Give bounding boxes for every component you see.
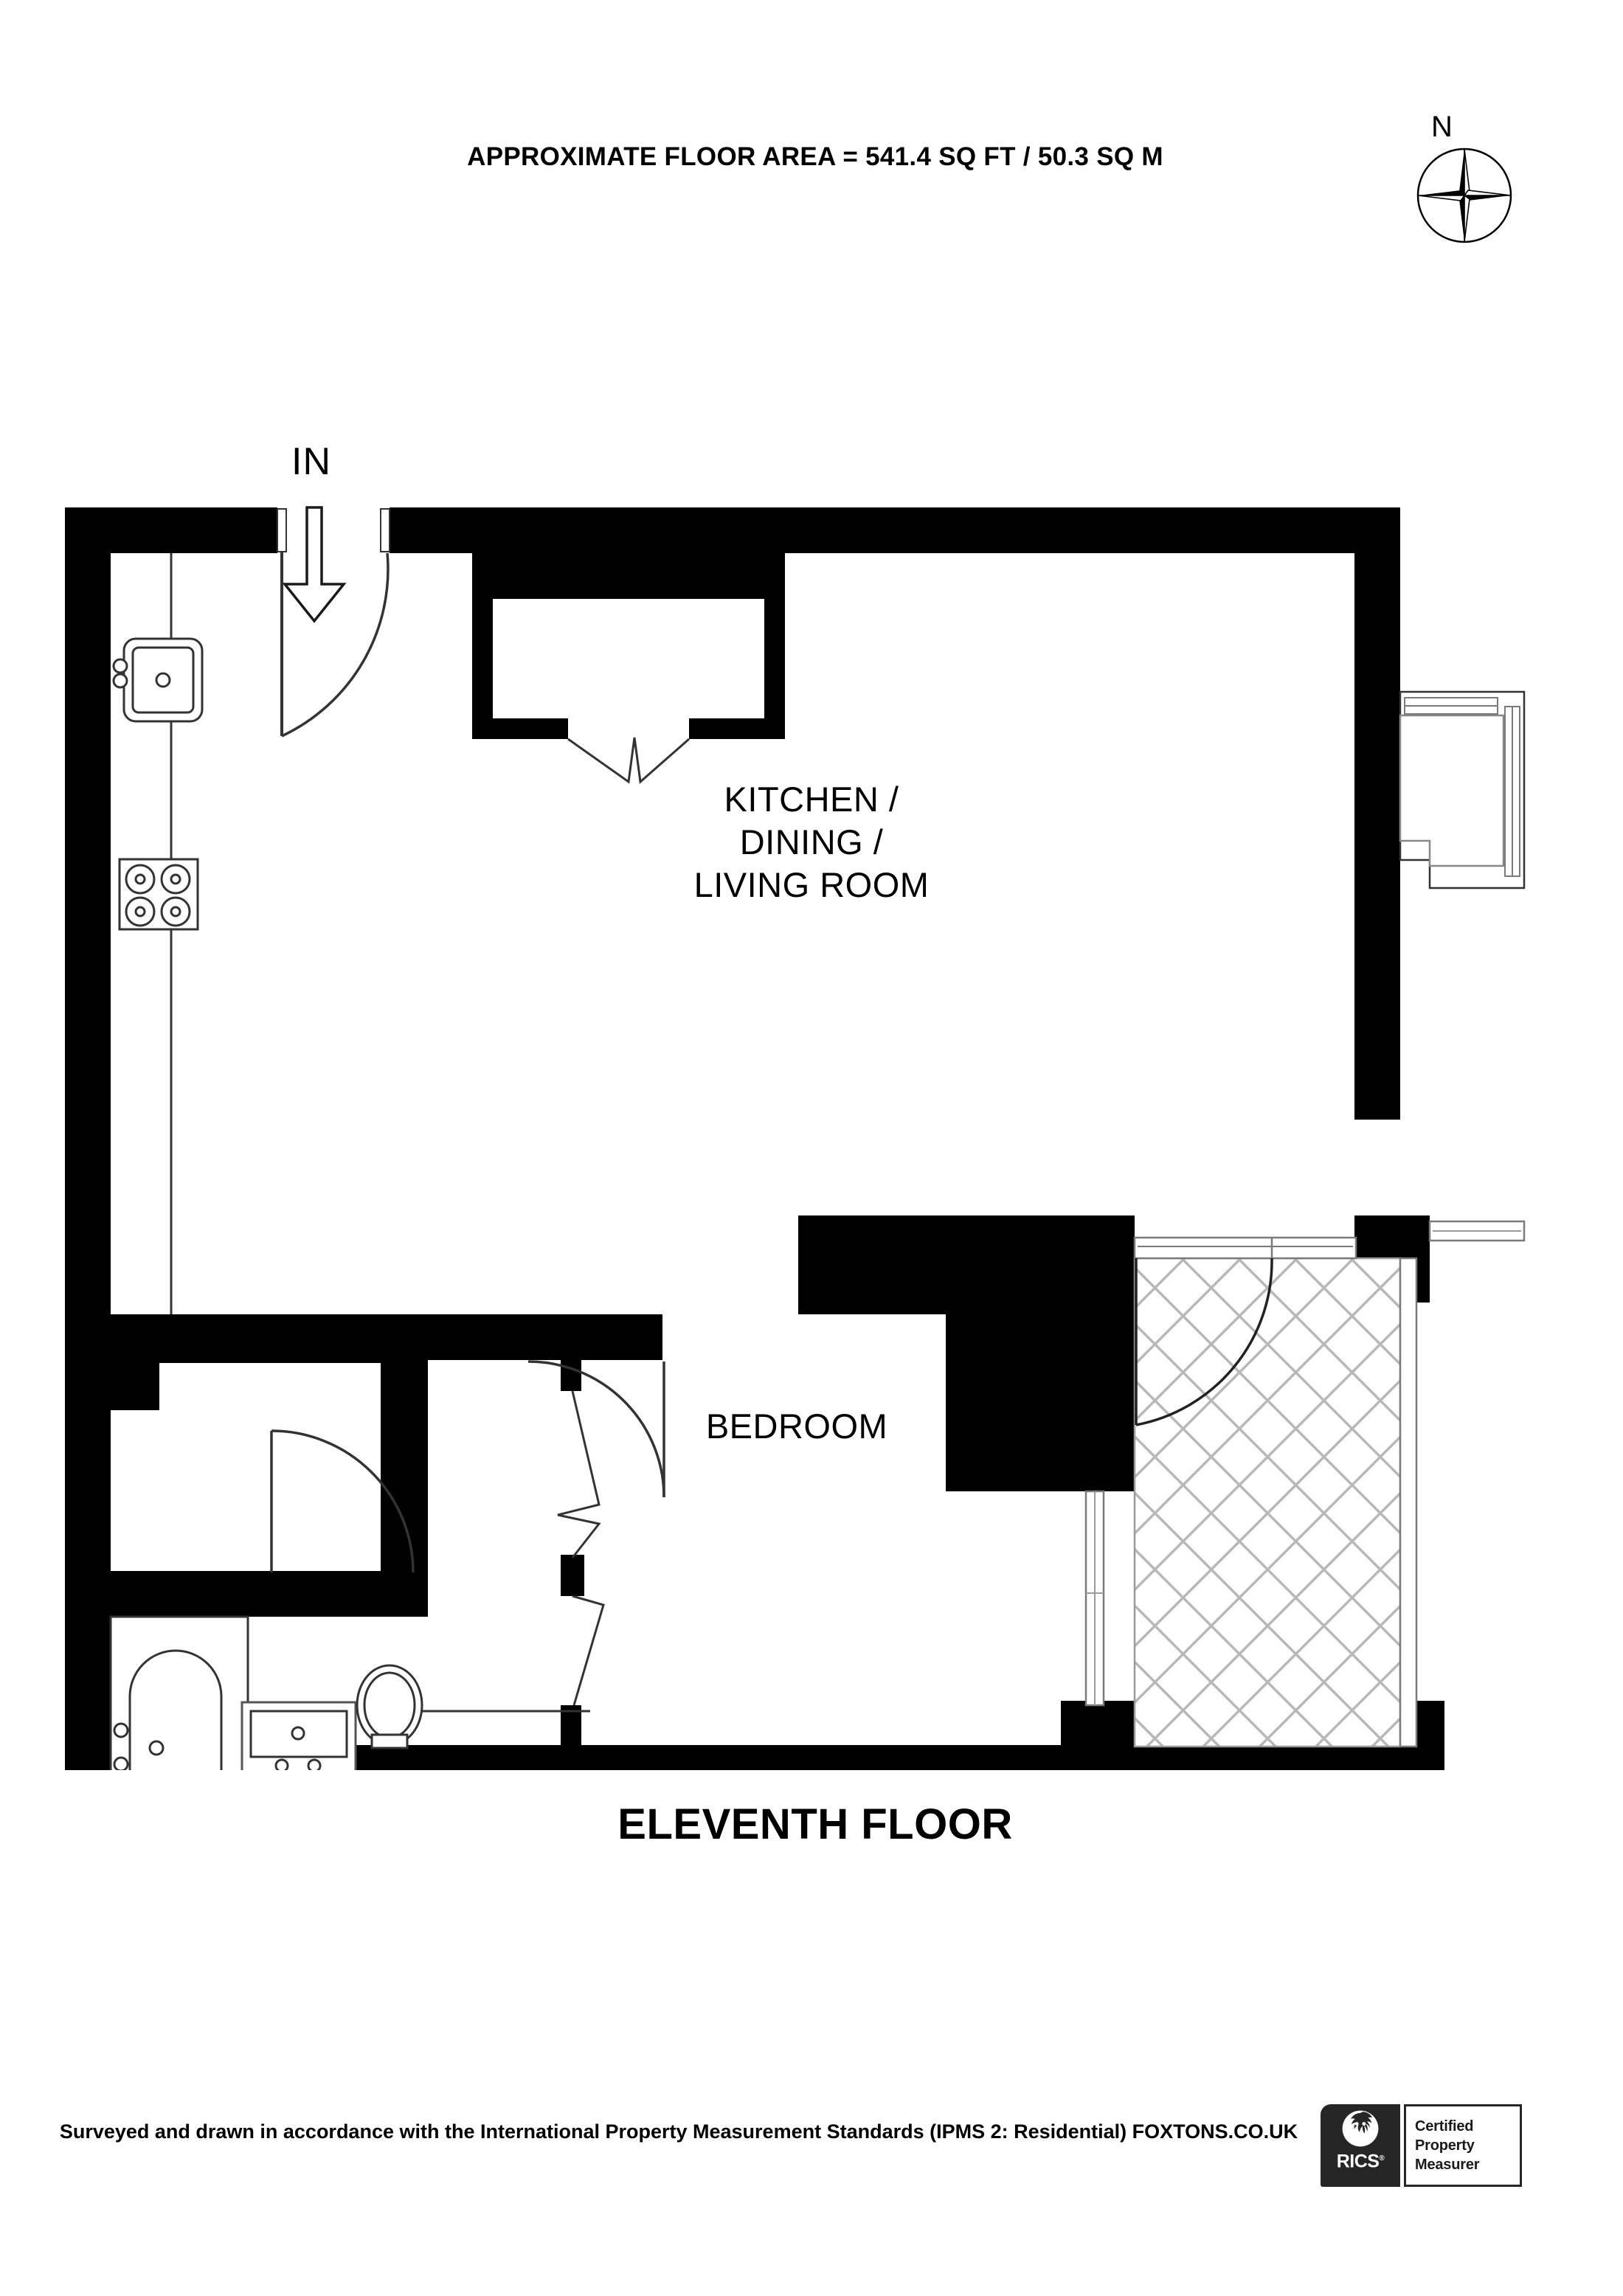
upper-balcony-window-icon bbox=[1428, 1220, 1526, 1242]
bay-window-icon bbox=[1399, 690, 1526, 889]
rics-lion-icon bbox=[1342, 2110, 1379, 2147]
walls bbox=[65, 507, 1444, 1770]
footer-disclaimer: Surveyed and drawn in accordance with th… bbox=[59, 2120, 1298, 2143]
rics-wordmark: RICS® bbox=[1337, 2149, 1385, 2171]
toilet-icon bbox=[356, 1664, 423, 1749]
kitchen-sink-icon bbox=[112, 637, 204, 723]
entrance-in-label: IN bbox=[291, 440, 331, 483]
footer: Surveyed and drawn in accordance with th… bbox=[0, 2109, 1623, 2257]
balcony-hatch-area bbox=[1133, 1236, 1418, 1748]
rics-registered-mark: ® bbox=[1379, 2154, 1385, 2163]
floor-title: ELEVENTH FLOOR bbox=[617, 1800, 1013, 1848]
hall-bedroom-door bbox=[527, 1360, 665, 1498]
bedroom-window-icon bbox=[1084, 1490, 1105, 1707]
rics-certified-property-measurer-badge: RICS® Certified Property Measurer bbox=[1321, 2104, 1522, 2187]
compass-north-label: N bbox=[1431, 111, 1453, 143]
compass-rose: N bbox=[1402, 112, 1527, 251]
rics-cert-line-2: Property bbox=[1415, 2137, 1475, 2154]
header: APPROXIMATE FLOOR AREA = 541.4 SQ FT / 5… bbox=[0, 0, 1623, 280]
balcony-door bbox=[1135, 1258, 1273, 1426]
bedroom-bifold-doors bbox=[557, 1390, 605, 1706]
rics-certification-text-block: Certified Property Measurer bbox=[1404, 2104, 1522, 2187]
cupboard-bifold-doors bbox=[567, 737, 690, 784]
wash-basin-icon bbox=[240, 1701, 357, 1770]
rics-cert-line-1: Certified bbox=[1415, 2118, 1474, 2134]
entrance-door bbox=[277, 508, 390, 738]
bathroom-door bbox=[270, 1429, 415, 1573]
rics-logo-block: RICS® bbox=[1321, 2104, 1400, 2187]
kitchen-hob-icon bbox=[118, 858, 199, 931]
rics-cert-line-3: Measurer bbox=[1415, 2157, 1480, 2173]
room-label-bedroom: BEDROOM bbox=[705, 1407, 888, 1446]
down-arrow-icon bbox=[282, 506, 347, 623]
bathtub-icon bbox=[109, 1615, 249, 1770]
rics-brand-text: RICS bbox=[1336, 2151, 1380, 2172]
room-label-kitchen-dining-living: KITCHEN / DINING / LIVING ROOM bbox=[693, 780, 930, 904]
compass-rose-icon bbox=[1416, 148, 1512, 243]
floor-plan-svg bbox=[65, 506, 1526, 1770]
floor-plan bbox=[0, 413, 1623, 1770]
floor-area-title: APPROXIMATE FLOOR AREA = 541.4 SQ FT / 5… bbox=[467, 142, 1163, 171]
